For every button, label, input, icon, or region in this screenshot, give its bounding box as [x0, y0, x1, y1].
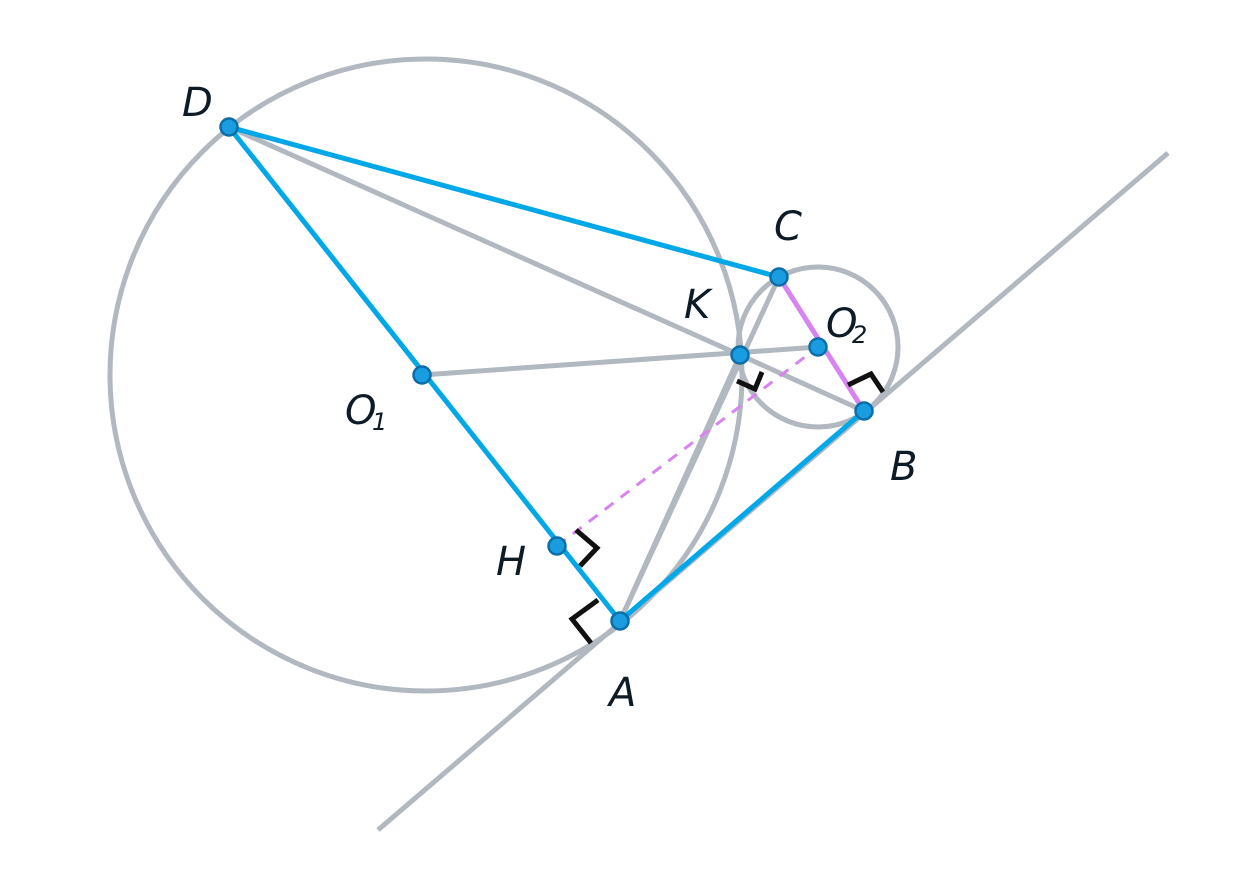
right-angle-marker-k — [735, 371, 765, 393]
segment-ab — [618, 409, 866, 623]
label-c: C — [774, 204, 802, 250]
point-c — [769, 267, 789, 287]
point-h — [547, 536, 567, 556]
point-o1 — [412, 365, 432, 385]
segment-dc — [228, 124, 780, 280]
point-b — [854, 401, 874, 421]
segment-h-o2-dashed — [556, 345, 819, 548]
label-b: B — [890, 444, 917, 490]
label-a: A — [606, 670, 636, 716]
label-d: D — [182, 80, 213, 126]
point-a — [610, 611, 630, 631]
label-h: H — [496, 539, 526, 585]
segment-ca — [617, 275, 782, 623]
point-o2 — [808, 337, 828, 357]
label-o1-subscript: 1 — [372, 408, 387, 436]
segment-o1-o2 — [421, 344, 819, 378]
segment-kb — [738, 352, 866, 414]
label-o2: O — [826, 301, 857, 347]
point-d — [219, 117, 239, 137]
label-o1: O — [345, 388, 376, 434]
segment-dk — [227, 124, 742, 358]
point-k — [730, 345, 750, 365]
label-k: K — [684, 282, 713, 328]
right-angle-marker-b — [846, 370, 886, 394]
right-angle-marker-a — [568, 597, 600, 645]
right-angle-marker-h — [574, 528, 601, 568]
label-o2-subscript: 2 — [852, 321, 867, 349]
